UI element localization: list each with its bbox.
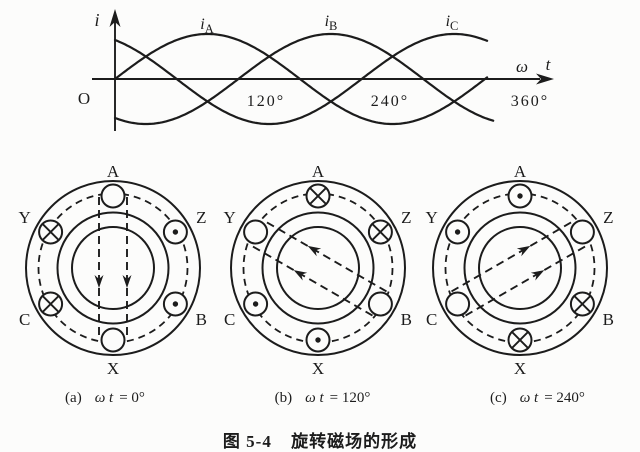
- flux-line: [263, 219, 387, 293]
- winding-label-A: A: [514, 162, 527, 181]
- subcaption-b: (b) ω t = 120°: [274, 389, 371, 406]
- flux-return-circle: [444, 192, 596, 344]
- winding-label-C: C: [224, 310, 235, 329]
- x-tick-360: 360°: [511, 93, 549, 110]
- stator-bore-circle: [463, 211, 577, 325]
- current-in-cross-icon: [41, 223, 60, 241]
- stator-outer-circle: [432, 180, 608, 356]
- flux-arrowhead-icon: [94, 275, 104, 288]
- current-out-dot-icon: [252, 301, 259, 307]
- flux-line: [465, 243, 589, 317]
- flux-arrowhead-icon: [516, 245, 531, 257]
- stator-outer-circle: [230, 180, 406, 356]
- slot-C: [445, 291, 471, 317]
- winding-label-X: X: [107, 359, 119, 378]
- wave-iB: [113, 32, 495, 126]
- winding-label-X: X: [312, 359, 324, 378]
- winding-label-Z: Z: [401, 208, 411, 227]
- current-out-dot-icon: [517, 193, 523, 199]
- x-tick-240: 240°: [371, 93, 409, 110]
- flux-return-circle: [242, 192, 394, 344]
- y-axis-label: i: [94, 10, 99, 30]
- slot-B: [367, 291, 393, 317]
- wave-iA: [113, 32, 489, 126]
- winding-label-A: A: [312, 162, 325, 181]
- current-in-cross-icon: [41, 295, 60, 313]
- winding-label-A: A: [107, 162, 120, 181]
- flux-line: [249, 243, 373, 317]
- stator-outer-circle: [25, 180, 201, 356]
- winding-label-Y: Y: [426, 208, 438, 227]
- current-out-dot-icon: [454, 229, 461, 235]
- slot-Y: [243, 219, 269, 245]
- winding-label-B: B: [401, 310, 412, 329]
- figure-title: 旋转磁场的形成: [291, 432, 418, 451]
- x-tick-120: 120°: [247, 93, 285, 110]
- subcaption-a: (a) ω t = 0°: [65, 389, 145, 406]
- slot-X: [100, 327, 126, 353]
- stator-diagram-b: A Z B X C Y: [224, 162, 412, 378]
- waveform-chart: i O ω t iA iB iC 120° 240° 360°: [78, 9, 554, 131]
- winding-label-C: C: [19, 310, 30, 329]
- winding-label-X: X: [514, 359, 526, 378]
- winding-label-Y: Y: [224, 208, 236, 227]
- subcaption-c: (c) ω t = 240°: [490, 389, 585, 406]
- flux-arrowhead-icon: [293, 270, 308, 281]
- rotor-circle: [478, 226, 562, 310]
- stator-diagrams: A Z B X C Y A Z B X C Y A Z B X C Y: [19, 162, 614, 378]
- wave-iC: [113, 32, 489, 126]
- y-axis-arrow-icon: [109, 9, 121, 27]
- stator-bore-circle: [56, 211, 170, 325]
- current-curves: [113, 32, 495, 126]
- x-axis-label-omega: ω: [516, 57, 528, 76]
- flux-arrowhead-icon: [307, 245, 322, 257]
- slot-Z: [569, 219, 595, 245]
- x-axis-label-t: t: [546, 55, 552, 74]
- flux-line: [451, 219, 575, 293]
- stator-bore-circle: [261, 211, 375, 325]
- current-in-cross-icon: [573, 295, 592, 313]
- winding-label-B: B: [603, 310, 614, 329]
- stator-diagram-a: A Z B X C Y: [19, 162, 207, 378]
- figure-number: 图 5-4: [222, 432, 272, 451]
- stator-diagram-c: A Z B X C Y: [426, 162, 614, 378]
- current-out-dot-icon: [172, 229, 179, 235]
- curve-label-iA: iA: [200, 16, 213, 36]
- flux-return-circle: [37, 192, 189, 344]
- slot-A: [100, 183, 126, 209]
- flux-arrowhead-icon: [530, 270, 545, 281]
- current-in-cross-icon: [371, 223, 390, 241]
- figure-caption: 图 5-4 旋转磁场的形成: [0, 427, 640, 452]
- x-axis-arrow-icon: [536, 73, 554, 85]
- current-in-cross-icon: [309, 187, 327, 205]
- winding-label-C: C: [426, 310, 437, 329]
- current-in-cross-icon: [511, 331, 529, 349]
- flux-arrowhead-icon: [122, 275, 132, 288]
- rotor-circle: [276, 226, 360, 310]
- curve-label-iB: iB: [325, 13, 338, 33]
- winding-label-Z: Z: [196, 208, 206, 227]
- origin-label: O: [78, 89, 90, 108]
- winding-label-Y: Y: [19, 208, 31, 227]
- rotor-circle: [71, 226, 155, 310]
- winding-label-Z: Z: [603, 208, 613, 227]
- current-out-dot-icon: [315, 337, 321, 343]
- winding-label-B: B: [196, 310, 207, 329]
- curve-label-iC: iC: [446, 13, 459, 33]
- current-out-dot-icon: [172, 301, 179, 307]
